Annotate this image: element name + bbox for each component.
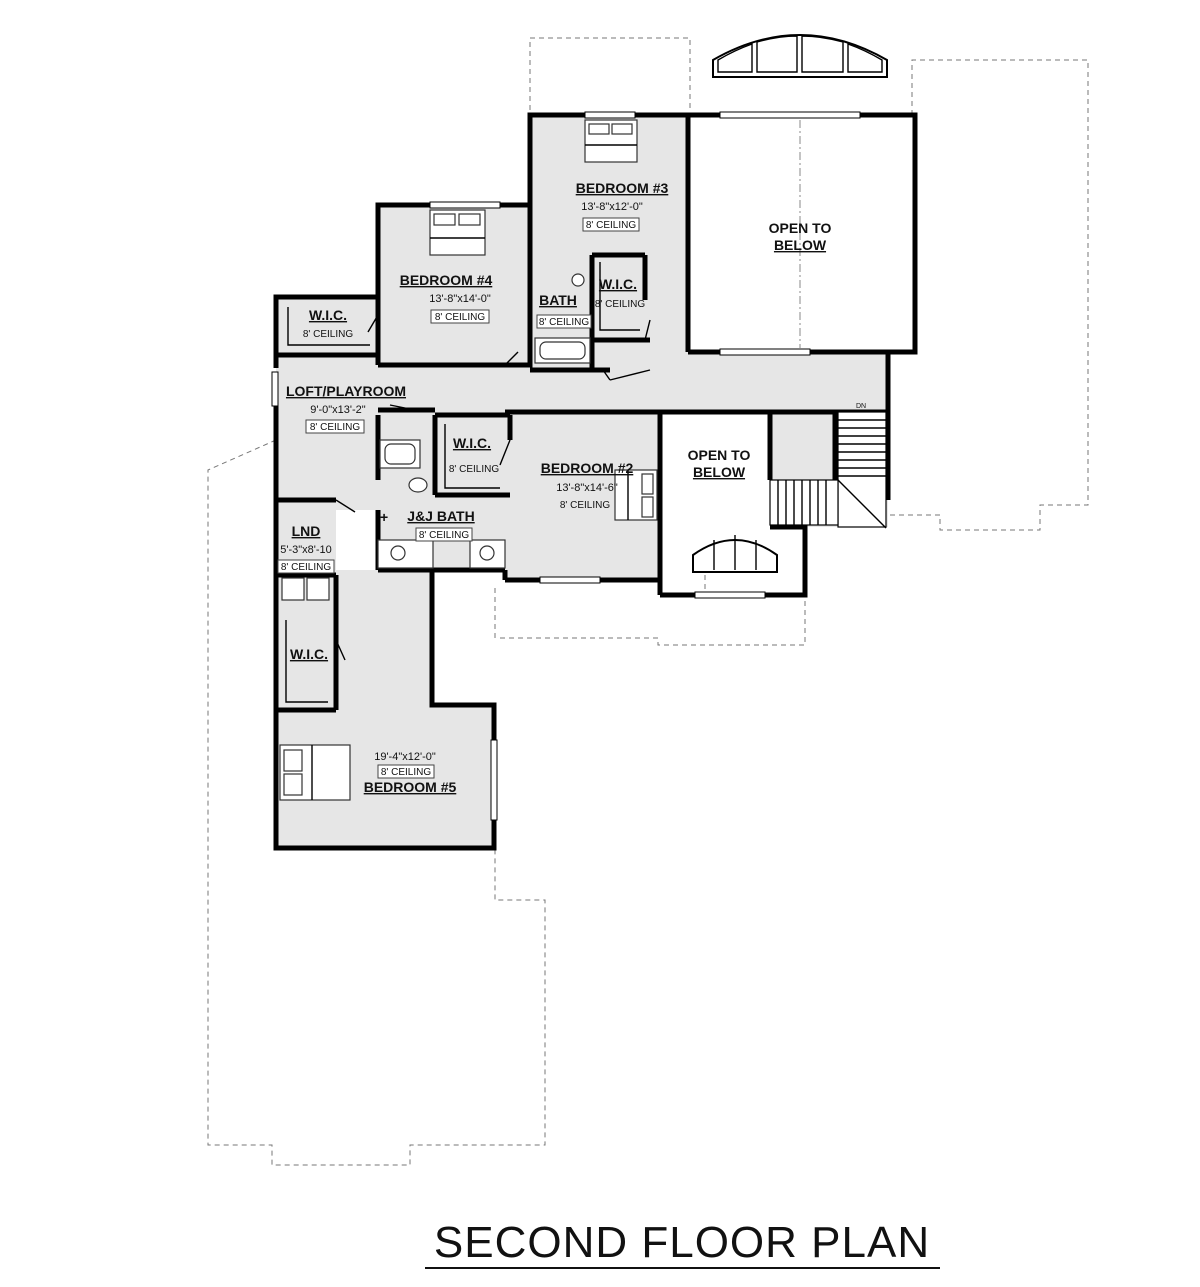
room-wic-bedroom4[interactable]: W.I.C. 8' CEILING: [303, 307, 353, 340]
room-wic-bedroom5[interactable]: W.I.C.: [290, 646, 328, 662]
room-name: BEDROOM #2: [541, 460, 634, 476]
room-name: W.I.C.: [290, 646, 328, 662]
room-bedroom4[interactable]: BEDROOM #4 13'-8"x14'-0" 8' CEILING: [400, 272, 493, 324]
arched-window-top: [712, 34, 888, 78]
room-ceiling: 8' CEILING: [586, 220, 636, 231]
closet-shelves: [285, 262, 640, 703]
room-ceiling: 8' CEILING: [560, 500, 610, 511]
staircase[interactable]: DN: [769, 403, 887, 529]
bed-bedroom5: [279, 744, 351, 801]
room-size: 19'-4"x12'-0": [374, 751, 436, 763]
room-name: W.I.C.: [309, 307, 347, 323]
room-name: LOFT/PLAYROOM: [286, 383, 406, 399]
bed-bedroom4: [429, 209, 486, 256]
open-label-1: OPEN TO: [688, 447, 751, 463]
room-ceiling: 8' CEILING: [595, 299, 645, 310]
room-ceiling: 8' CEILING: [281, 562, 331, 573]
room-wic-bedroom3[interactable]: W.I.C. 8' CEILING: [595, 276, 645, 310]
room-size: 13'-8"x14'-6": [556, 482, 618, 494]
room-size: 9'-0"x13'-2": [310, 404, 366, 416]
bed-bedroom3: [584, 119, 638, 163]
room-name: BEDROOM #3: [576, 180, 669, 196]
room-name: BATH: [539, 292, 577, 308]
plan-title: SECOND FLOOR PLAN: [425, 1218, 940, 1269]
open-label-2: BELOW: [774, 237, 827, 253]
arched-window-lower: [692, 535, 778, 573]
room-ceiling: 8' CEILING: [310, 422, 360, 433]
room-ceiling: 8' CEILING: [435, 312, 485, 323]
room-name: W.I.C.: [453, 435, 491, 451]
room-bedroom3[interactable]: BEDROOM #3 13'-8"x12'-0" 8' CEILING: [576, 180, 669, 232]
stair-label: DN: [856, 403, 866, 410]
room-open-to-below-1: OPEN TO BELOW: [769, 220, 832, 253]
room-name: BEDROOM #4: [400, 272, 493, 288]
room-ceiling: 8' CEILING: [449, 464, 499, 475]
room-name: LND: [292, 523, 321, 539]
room-bedroom2[interactable]: BEDROOM #2 13'-8"x14'-6" 8' CEILING: [541, 460, 634, 511]
room-ceiling: 8' CEILING: [539, 317, 589, 328]
room-ceiling: 8' CEILING: [303, 329, 353, 340]
room-ceiling: 8' CEILING: [419, 530, 469, 541]
room-size: 13'-8"x12'-0": [581, 201, 643, 213]
bed-bedroom2: [614, 469, 658, 521]
plus-marker: +: [380, 509, 388, 525]
open-label-1: OPEN TO: [769, 220, 832, 236]
room-size: 5'-3"x8'-10: [280, 544, 332, 556]
room-name: W.I.C.: [599, 276, 637, 292]
room-size: 13'-8"x14'-0": [429, 293, 491, 305]
bath-fixtures: [281, 273, 591, 601]
room-name: J&J BATH: [407, 508, 474, 524]
room-bath[interactable]: BATH 8' CEILING: [536, 292, 592, 329]
room-laundry[interactable]: LND 5'-3"x8'-10 8' CEILING: [277, 523, 335, 574]
room-open-to-below-2: OPEN TO BELOW: [688, 447, 751, 480]
room-jj-bath[interactable]: J&J BATH 8' CEILING: [407, 508, 475, 542]
room-ceiling: 8' CEILING: [381, 767, 431, 778]
room-bedroom5[interactable]: 19'-4"x12'-0" 8' CEILING BEDROOM #5: [364, 751, 457, 795]
plan-title-text: SECOND FLOOR PLAN: [434, 1218, 930, 1267]
open-label-2: BELOW: [693, 464, 746, 480]
room-loft-playroom[interactable]: LOFT/PLAYROOM 9'-0"x13'-2" 8' CEILING: [286, 383, 406, 434]
windows: [271, 111, 861, 821]
room-name: BEDROOM #5: [364, 779, 457, 795]
room-wic-bedroom2[interactable]: W.I.C. 8' CEILING: [449, 435, 499, 475]
